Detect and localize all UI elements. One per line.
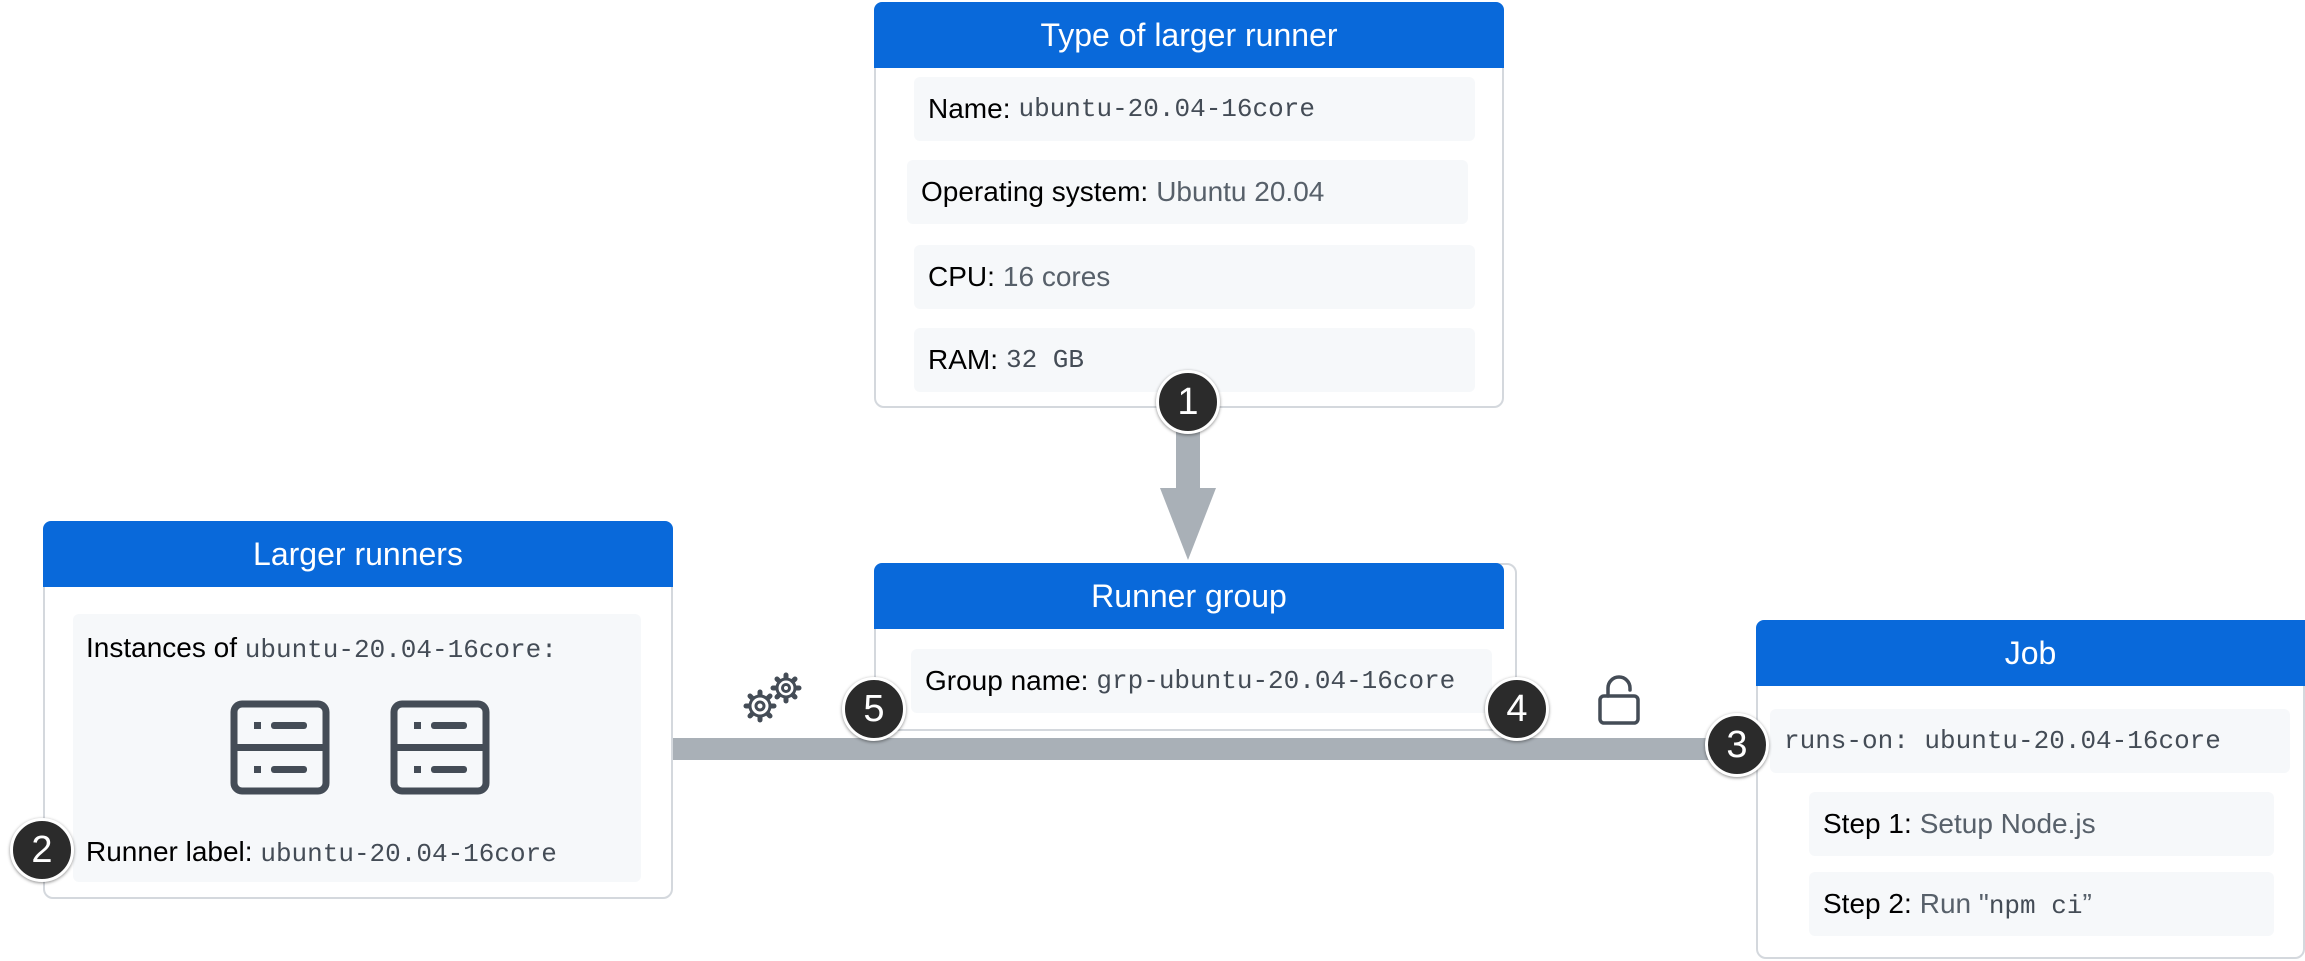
server-icon	[230, 700, 330, 795]
group-name-row: Group name: grp-ubuntu-20.04-16core	[911, 649, 1492, 713]
arrow-head-down	[1160, 488, 1216, 560]
job-card-title: Job	[1756, 620, 2305, 686]
cpu-row: CPU: 16 cores	[914, 245, 1475, 309]
step-badge-4: 4	[1485, 677, 1549, 741]
arrow-shaft-horizontal	[555, 738, 1740, 760]
runner-group-card-title: Runner group	[874, 563, 1504, 629]
step-2-row: Step 2: Run "npm ci”	[1809, 872, 2274, 936]
operating-system-row: Operating system: Ubuntu 20.04	[907, 160, 1468, 224]
instances-panel: Instances of ubuntu-20.04-16core: Runner…	[73, 614, 641, 882]
unlock-icon	[1598, 675, 1640, 725]
runner-name-row: Name: ubuntu-20.04-16core	[914, 77, 1475, 141]
runner-label-text: Runner label: ubuntu-20.04-16core	[86, 836, 557, 869]
instances-text: Instances of ubuntu-20.04-16core:	[86, 632, 557, 665]
step-1-row: Step 1: Setup Node.js	[1809, 792, 2274, 856]
step-badge-2: 2	[10, 818, 74, 882]
gears-icon	[743, 672, 802, 723]
step-badge-1: 1	[1156, 370, 1220, 434]
larger-runners-card-title: Larger runners	[43, 521, 673, 587]
runs-on-row: runs-on: ubuntu-20.04-16core	[1770, 709, 2290, 773]
step-badge-5: 5	[842, 677, 906, 741]
server-icon	[390, 700, 490, 795]
runner-type-card-title: Type of larger runner	[874, 2, 1504, 68]
step-badge-3: 3	[1705, 713, 1769, 777]
